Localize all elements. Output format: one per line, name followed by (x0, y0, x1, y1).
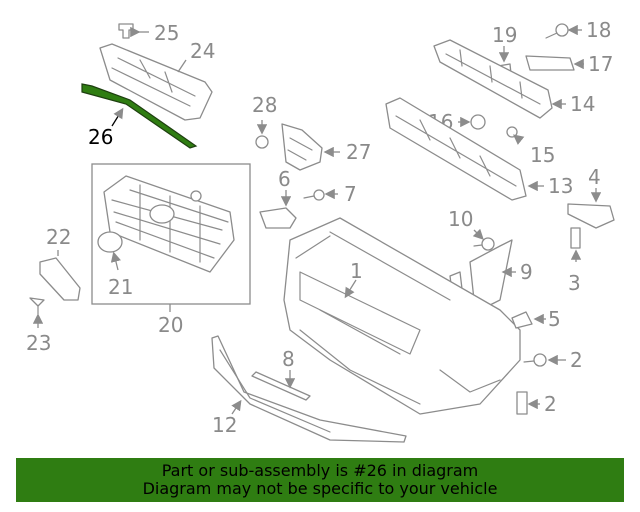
label-3: 5 (548, 307, 561, 331)
label-25: 25 (154, 21, 179, 45)
label-23: 23 (26, 331, 51, 355)
disclaimer-banner: Part or sub-assembly is #26 in diagram D… (16, 458, 624, 502)
part-7-screw (303, 188, 338, 201)
part-1-bumper-cover (283, 217, 521, 415)
label-24: 24 (190, 39, 215, 63)
part-20-grille-assembly (91, 163, 251, 312)
label-19: 19 (492, 23, 517, 47)
part-13-energy-absorber (385, 97, 544, 201)
label-9: 9 (520, 260, 533, 284)
part-23-screw (29, 297, 45, 328)
label-17: 17 (588, 52, 613, 76)
part-12-lower-lip (211, 335, 407, 443)
label-5: 3 (568, 271, 581, 295)
label-27: 27 (346, 140, 371, 164)
part-5-bolt (570, 227, 582, 262)
part-28-screw (255, 120, 269, 149)
part-14-reinforcement-beam (433, 39, 566, 119)
label-13: 13 (548, 174, 573, 198)
part-8-molding (251, 370, 311, 401)
part-4-reflector (567, 188, 615, 229)
part-24-upper-cover (99, 43, 213, 121)
label-18: 18 (586, 18, 611, 42)
part-3-clip (511, 311, 546, 329)
label-21: 21 (108, 275, 133, 299)
part-26-molding-strip (81, 83, 198, 149)
part-27-bracket (281, 123, 340, 171)
part-2-screw-lower (516, 391, 540, 415)
parts-diagram: 25 24 26 28 27 6 7 (26, 18, 615, 443)
label-2-lower: 2 (544, 392, 557, 416)
label-10: 10 (448, 207, 473, 231)
part-17-bracket (525, 55, 584, 71)
banner-line-1: Part or sub-assembly is #26 in diagram (161, 461, 479, 480)
label-4: 4 (588, 165, 601, 189)
part-16-nut (458, 114, 486, 130)
part-18-bolt (545, 23, 582, 39)
label-20: 20 (158, 313, 183, 337)
part-15-bolt (506, 126, 525, 145)
label-22: 22 (46, 225, 71, 249)
banner-line-2: Diagram may not be specific to your vehi… (142, 479, 498, 498)
part-2-screw-upper (523, 353, 566, 367)
part-22-plate (39, 250, 81, 301)
label-8: 8 (282, 347, 295, 371)
label-26: 26 (88, 125, 113, 149)
label-1: 1 (350, 259, 363, 283)
label-2-upper: 2 (570, 348, 583, 372)
part-10-screw (472, 228, 495, 251)
part-6-bracket (259, 190, 297, 229)
label-14: 14 (570, 92, 595, 116)
label-12: 12 (212, 413, 237, 437)
label-6: 6 (278, 167, 291, 191)
label-7: 7 (344, 182, 357, 206)
part-25-clip (118, 23, 149, 39)
label-15: 15 (530, 143, 555, 167)
label-28: 28 (252, 93, 277, 117)
